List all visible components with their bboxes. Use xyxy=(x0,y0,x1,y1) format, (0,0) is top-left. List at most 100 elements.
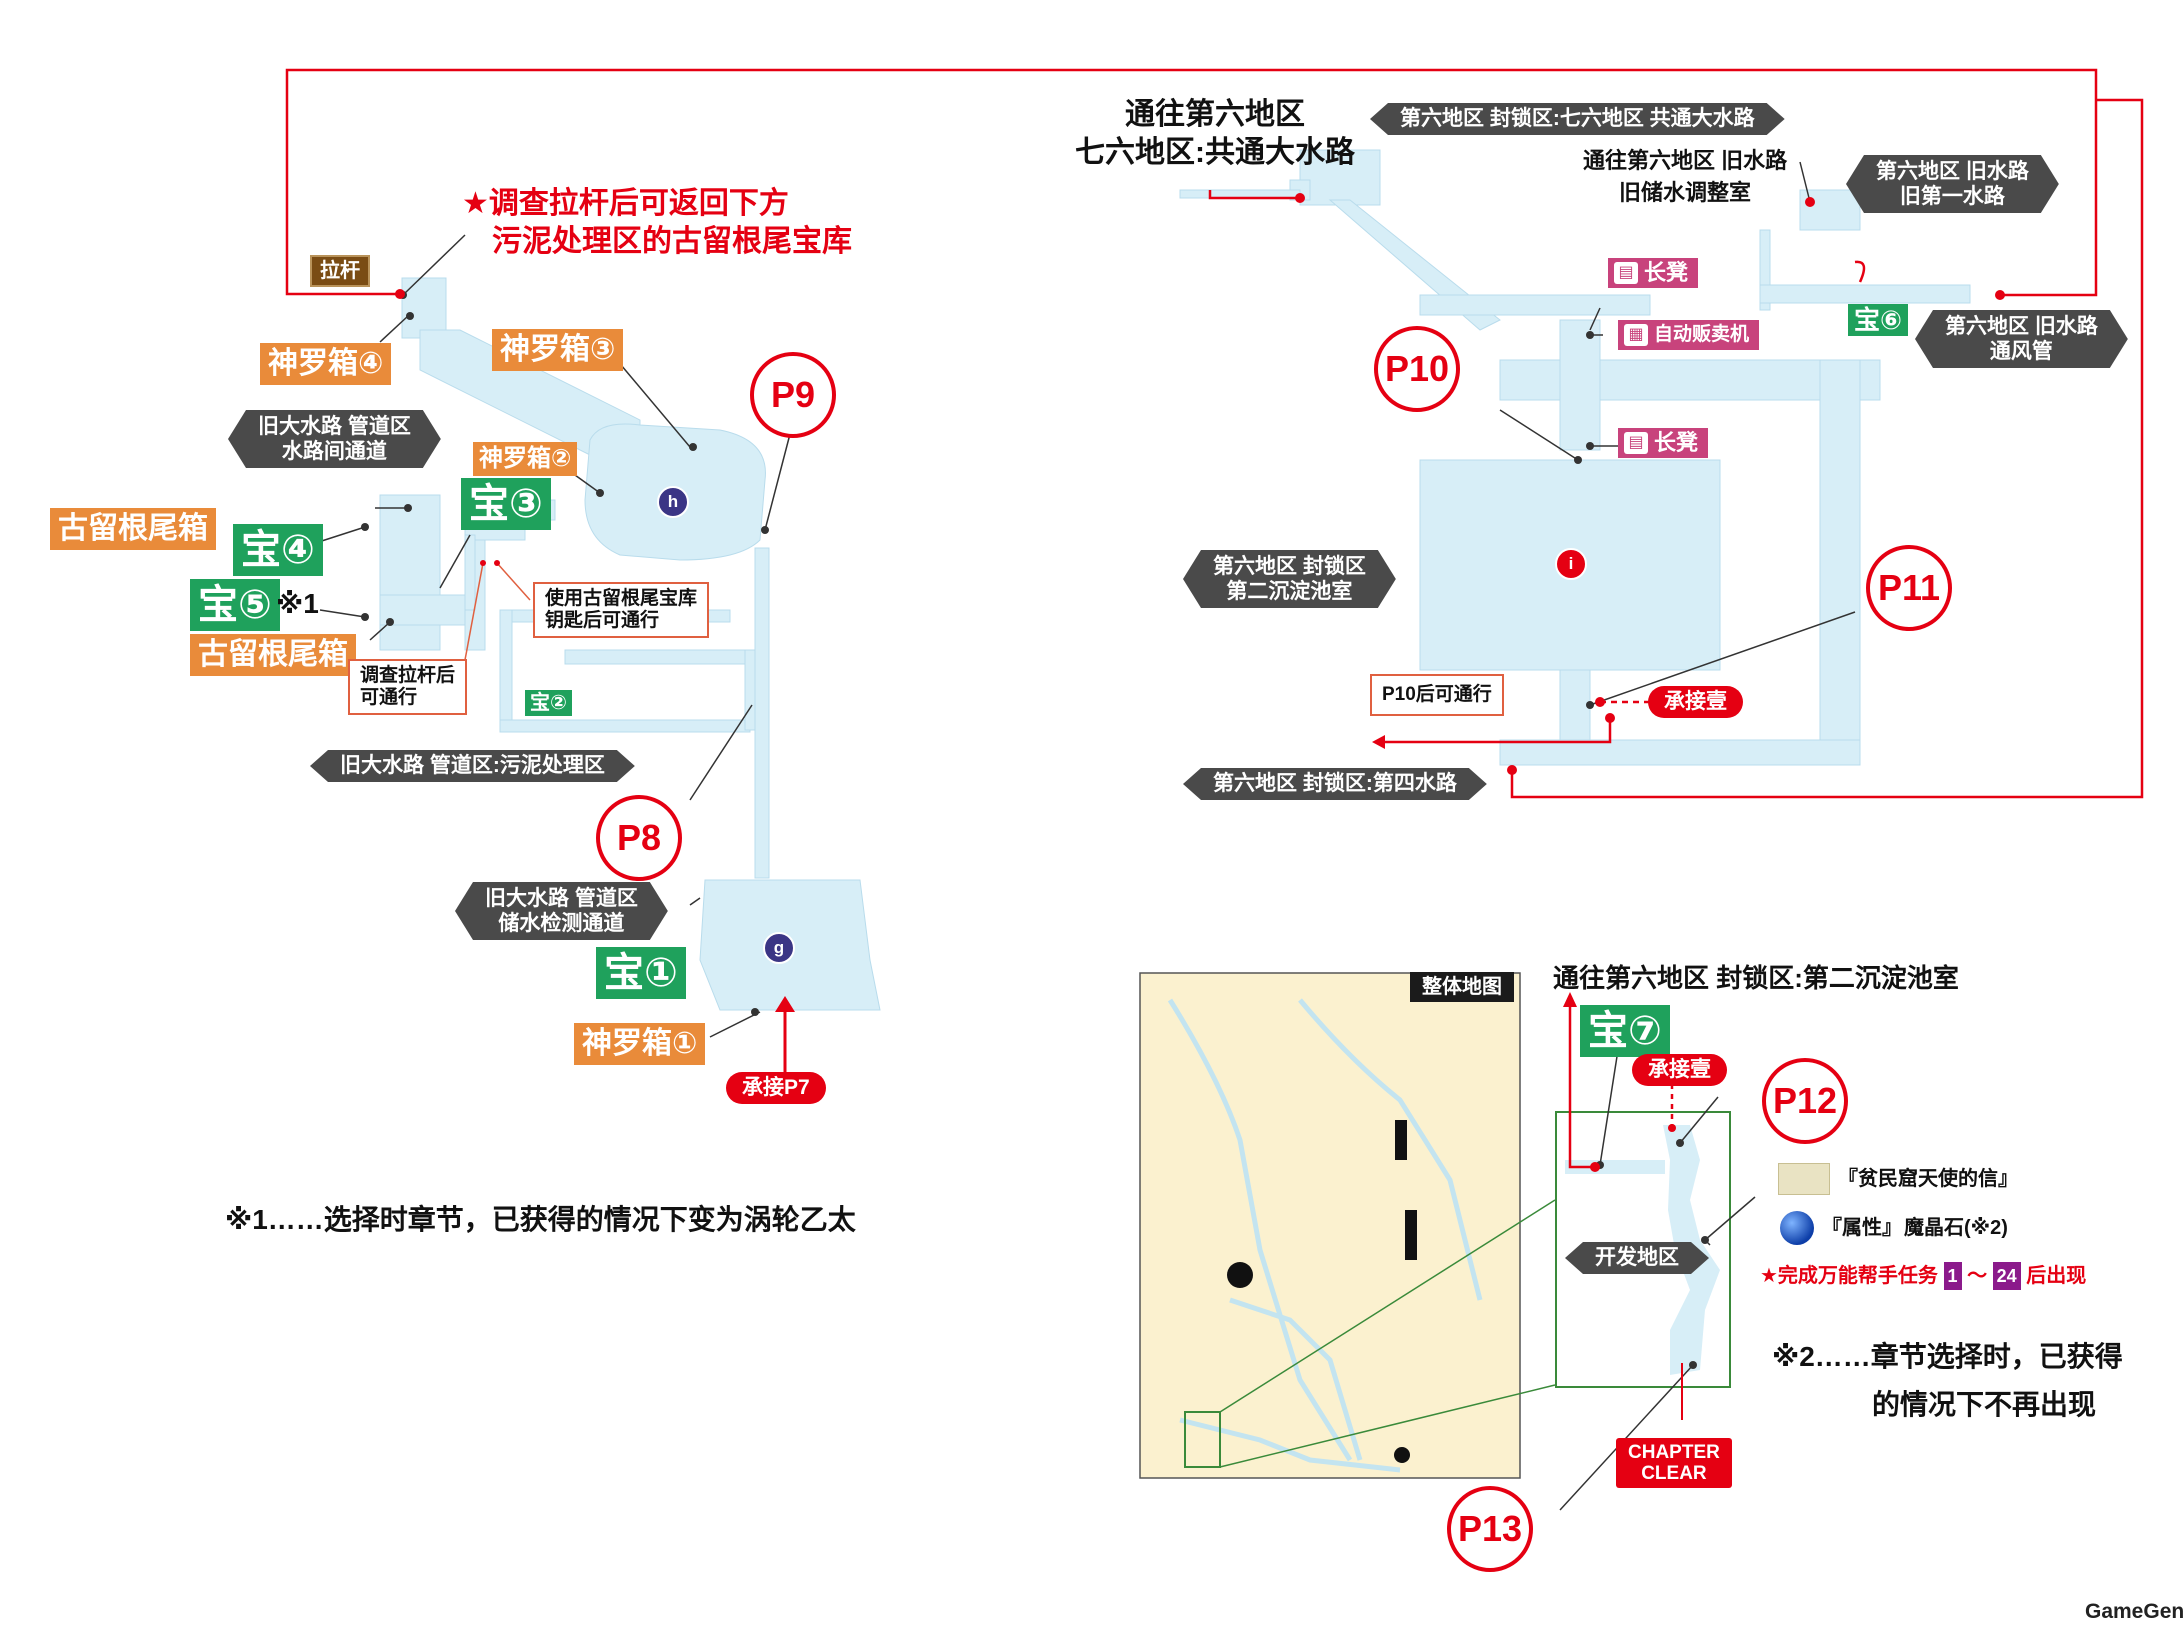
kobold-box-bottom: 古留根尾箱 xyxy=(190,634,356,676)
area-storage-check: 旧大水路 管道区 储水检测通道 xyxy=(455,882,668,940)
treasure-2: 宝② xyxy=(525,690,572,716)
footnote-2-line2: 的情况下不再出现 xyxy=(1872,1389,2097,1420)
point-p13: P13 xyxy=(1447,1486,1533,1572)
area-waterway-passage: 旧大水路 管道区 水路间通道 xyxy=(228,410,441,468)
zoom-line-top xyxy=(1219,1199,1556,1413)
to-sector6-text: 通往第六地区 七六地区:共通大水路 xyxy=(1075,96,1355,172)
area-vent-line2: 通风管 xyxy=(1989,340,2053,363)
materia-suffix: 魔晶石(※2) xyxy=(1904,1216,2008,1239)
area-second-sediment: 第六地区 封锁区 第二沉淀池室 xyxy=(1183,550,1396,608)
vending-icon: ▦ xyxy=(1624,324,1648,346)
bench-top-label: 长凳 xyxy=(1644,260,1689,285)
area-sediment-line2: 第二沉淀池室 xyxy=(1226,580,1353,603)
zoom-line-bottom xyxy=(1219,1384,1556,1468)
materia-icon xyxy=(1780,1211,1814,1245)
left-red-lines xyxy=(464,562,531,661)
minimap-title: 整体地图 xyxy=(1410,972,1514,1002)
area-vent-pipe: 第六地区 旧水路 通风管 xyxy=(1915,310,2128,368)
point-p12: P12 xyxy=(1762,1058,1848,1144)
bench-mid-label: 长凳 xyxy=(1654,430,1699,455)
quest-note: ★完成万能帮手任务 1 ～ 24 后出现 xyxy=(1760,1262,2086,1290)
treasure-5: 宝⑤ xyxy=(190,579,280,631)
continue-arrowhead-left xyxy=(775,996,795,1012)
watermark: GameGene xyxy=(2085,1600,2184,1623)
note-lever-pass-line2: 可通行 xyxy=(360,687,418,708)
footnote-2-line1: ※2……章节选择时，已获得 xyxy=(1772,1341,2123,1372)
vending-machine: ▦ 自动贩卖机 xyxy=(1618,320,1760,350)
area-vent-line1: 第六地区 旧水路 xyxy=(1945,315,2098,338)
minimap-water xyxy=(1167,998,1483,1473)
quest-to-badge: 24 xyxy=(1992,1262,2021,1290)
point-p11: P11 xyxy=(1866,545,1952,631)
to-sector6-line2: 七六地区:共通大水路 xyxy=(1075,136,1355,169)
to-old-water-text: 通往第六地区 旧水路 旧储水调整室 xyxy=(1583,145,1787,209)
footnote-1: ※1……选择时章节，已获得的情况下变为涡轮乙太 xyxy=(225,1204,856,1235)
treasure-3: 宝③ xyxy=(461,478,551,530)
treasure-1: 宝① xyxy=(596,947,686,999)
area-common-waterway: 第六地区 封锁区:七六地区 共通大水路 xyxy=(1370,103,1785,135)
exit-arrow-bottom xyxy=(1568,1005,1595,1169)
chapter-clear-line2: CLEAR xyxy=(1641,1463,1707,1484)
quest-note-prefix: ★完成万能帮手任务 xyxy=(1760,1265,1938,1287)
shinra-box-2: 神罗箱② xyxy=(473,442,578,476)
treasure-7: 宝⑦ xyxy=(1580,1005,1670,1057)
area-sludge-treatment: 旧大水路 管道区:污泥处理区 xyxy=(310,750,635,782)
to-old-water-line2: 旧储水调整室 xyxy=(1619,180,1752,205)
to-sediment-text: 通往第六地区 封锁区:第二沉淀池室 xyxy=(1553,963,1959,993)
area-storage-check-line2: 储水检测通道 xyxy=(498,912,625,935)
to-sector6-line1: 通往第六地区 xyxy=(1125,98,1305,131)
item-materia: 『属性』 魔晶石(※2) xyxy=(1780,1211,2008,1245)
route-line-top xyxy=(285,68,2098,297)
continue-one-right: 承接壹 xyxy=(1648,686,1743,718)
shinra-box-4: 神罗箱④ xyxy=(260,343,392,385)
vending-label: 自动贩卖机 xyxy=(1654,324,1750,345)
shinra-box-3: 神罗箱③ xyxy=(492,329,624,371)
note-lever-pass-line1: 调查拉杆后 xyxy=(360,665,456,686)
bench-mid: ▤ 长凳 xyxy=(1618,428,1709,458)
quest-note-suffix: 后出现 xyxy=(2026,1265,2087,1287)
area-development: 开发地区 xyxy=(1565,1242,1709,1274)
exit-arrowhead xyxy=(1372,735,1385,749)
item-letter: 『贫民窟天使的信』 xyxy=(1778,1163,2018,1195)
exit-arrowhead-bottom xyxy=(1563,992,1577,1007)
route-line-right xyxy=(1510,98,2144,799)
exit-arrow-left-right xyxy=(1385,718,1612,744)
lever-return-note-line2: 污泥处理区的古留根尾宝库 xyxy=(492,225,852,258)
area-waterway-passage-line1: 旧大水路 管道区 xyxy=(258,415,411,438)
area-old-first-line1: 第六地区 旧水路 xyxy=(1876,160,2029,183)
treasure-4: 宝④ xyxy=(233,524,323,576)
red-dots xyxy=(395,193,2005,1172)
right-leader-lines xyxy=(1499,161,1856,706)
quest-from-badge: 1 xyxy=(1943,1262,1962,1290)
materia-prefix: 『属性』 xyxy=(1822,1216,1902,1239)
area-sediment-line1: 第六地区 封锁区 xyxy=(1213,555,1366,578)
loop-arrow xyxy=(1854,260,1866,283)
dots xyxy=(361,291,1709,1369)
note-after-p10: P10后可通行 xyxy=(1370,674,1504,716)
lever-label: 拉杆 xyxy=(310,255,370,287)
chapter-clear-line1: CHAPTER xyxy=(1628,1442,1720,1463)
minimap-dark-areas xyxy=(1227,1120,1417,1463)
marker-i: i xyxy=(1555,548,1587,580)
point-p8: P8 xyxy=(596,795,682,881)
exit-arrow-top-right xyxy=(1208,190,1300,200)
lever-return-note: ★调查拉杆后可返回下方 污泥处理区的古留根尾宝库 xyxy=(462,185,852,261)
note-lever-pass: 调查拉杆后 可通行 xyxy=(348,659,468,715)
area-old-first-waterway: 第六地区 旧水路 旧第一水路 xyxy=(1846,155,2059,213)
note-kobold-key: 使用古留根尾宝库 钥匙后可通行 xyxy=(533,582,710,638)
area-fourth-waterway: 第六地区 封锁区:第四水路 xyxy=(1183,768,1487,800)
note-kobold-key-line2: 钥匙后可通行 xyxy=(545,610,660,631)
item-letter-label: 『贫民窟天使的信』 xyxy=(1838,1167,2018,1190)
letter-icon xyxy=(1778,1163,1830,1195)
treasure-6: 宝⑥ xyxy=(1848,304,1909,336)
bench-top: ▤ 长凳 xyxy=(1608,258,1699,288)
continue-p7: 承接P7 xyxy=(726,1072,826,1104)
footnote-2: ※2……章节选择时，已获得 的情况下不再出现 xyxy=(1772,1333,2123,1429)
quest-tilde: ～ xyxy=(1967,1265,1988,1287)
point-p10: P10 xyxy=(1374,326,1460,412)
continue-one-bottom: 承接壹 xyxy=(1632,1054,1727,1086)
bench-icon: ▤ xyxy=(1614,262,1638,284)
area-old-first-line2: 旧第一水路 xyxy=(1899,185,2005,208)
bench-icon: ▤ xyxy=(1624,432,1648,454)
